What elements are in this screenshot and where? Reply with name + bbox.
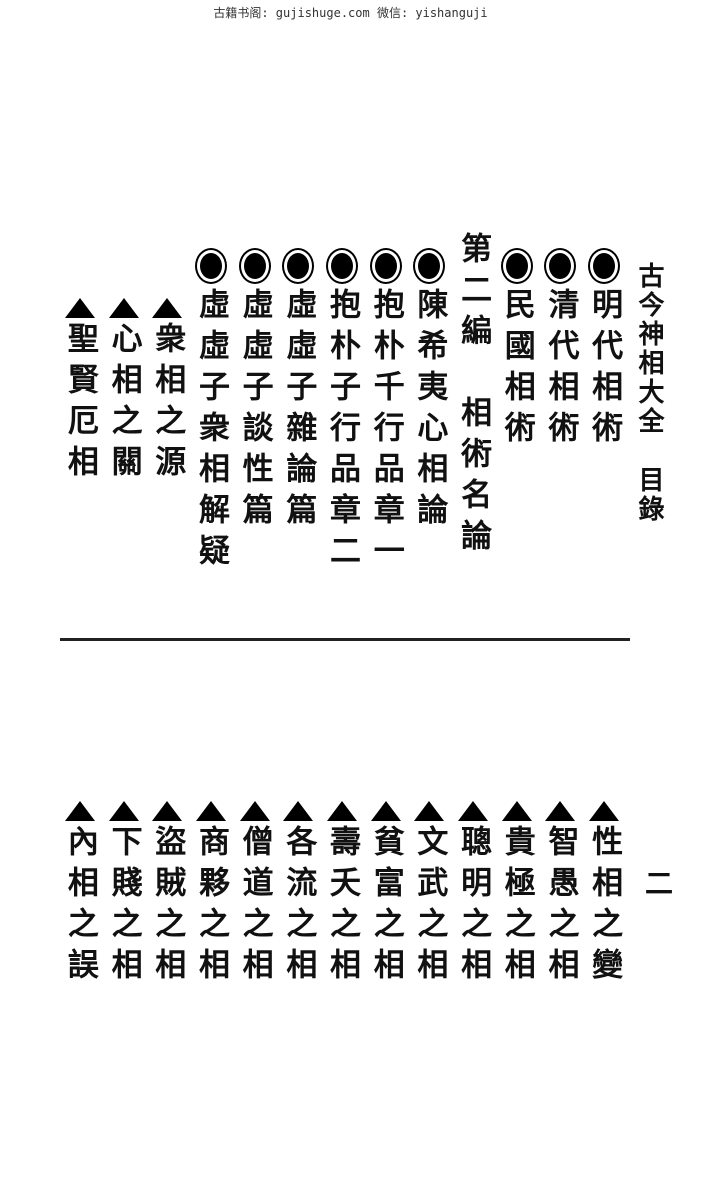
toc-entry-text: 聰明之相 xyxy=(455,825,492,989)
triangle-bullet-icon xyxy=(327,801,358,821)
toc-entry-text: 智愚之相 xyxy=(542,825,579,989)
toc-entry-text: 抱朴子行品章二 xyxy=(324,288,361,575)
toc-entry-text: 僧道之相 xyxy=(236,825,273,989)
toc-entry: 內相之誤 xyxy=(58,795,102,989)
circle-bullet-icon xyxy=(240,250,269,282)
toc-entry-text: 商夥之相 xyxy=(192,825,229,989)
toc-entry-text: 心相之關 xyxy=(105,322,142,486)
toc-entry-text: 下賤之相 xyxy=(105,825,142,989)
running-header: 古今神相大全目錄 xyxy=(633,262,665,524)
toc-entry-text: 民國相術 xyxy=(498,288,535,452)
toc-entry-text: 第二編 相術名論 xyxy=(455,232,492,560)
toc-entry: 清代相術 xyxy=(539,232,583,575)
toc-entry: 僧道之相 xyxy=(233,795,277,989)
circle-bullet-icon xyxy=(371,250,400,282)
toc-entry: 虛虛子衆相解疑 xyxy=(189,232,233,575)
triangle-bullet-icon xyxy=(239,801,270,821)
circle-bullet-icon xyxy=(284,250,313,282)
watermark: 古籍书阁: gujishuge.com 微信: yishanguji xyxy=(213,6,488,20)
toc-entry-text: 虛虛子談性篇 xyxy=(236,288,273,534)
triangle-bullet-icon xyxy=(64,801,95,821)
book-title: 古今神相大全 xyxy=(634,262,664,436)
toc-entry-text: 貧富之相 xyxy=(367,825,404,989)
toc-entry: 各流之相 xyxy=(277,795,321,989)
circle-bullet-icon xyxy=(328,250,357,282)
section-title: 目錄 xyxy=(634,466,664,524)
toc-entry-text: 各流之相 xyxy=(280,825,317,989)
toc-entry: 壽夭之相 xyxy=(320,795,364,989)
toc-entry-text: 明代相術 xyxy=(586,288,623,452)
toc-entry: 明代相術 xyxy=(582,232,626,575)
triangle-bullet-icon xyxy=(108,801,139,821)
toc-entry: 性相之變 xyxy=(582,795,626,989)
toc-entry: 抱朴千行品章一 xyxy=(364,232,408,575)
toc-entry: 心相之關 xyxy=(102,232,146,575)
toc-entry: 下賤之相 xyxy=(102,795,146,989)
toc-entry-text: 貴極之相 xyxy=(498,825,535,989)
triangle-bullet-icon xyxy=(152,298,183,318)
toc-entry: 聖賢厄相 xyxy=(58,232,102,575)
triangle-bullet-icon xyxy=(589,801,620,821)
triangle-bullet-icon xyxy=(64,298,95,318)
circle-bullet-icon xyxy=(546,250,575,282)
triangle-bullet-icon xyxy=(501,801,532,821)
toc-entry-text: 內相之誤 xyxy=(61,825,98,989)
circle-bullet-icon xyxy=(590,250,619,282)
triangle-bullet-icon xyxy=(458,801,489,821)
triangle-bullet-icon xyxy=(283,801,314,821)
triangle-bullet-icon xyxy=(195,801,226,821)
triangle-bullet-icon xyxy=(108,298,139,318)
circle-bullet-icon xyxy=(415,250,444,282)
toc-entry: 第二編 相術名論 xyxy=(451,232,495,575)
toc-entry-text: 衆相之源 xyxy=(149,322,186,486)
toc-entry: 貴極之相 xyxy=(495,795,539,989)
toc-entry: 智愚之相 xyxy=(539,795,583,989)
toc-entry: 衆相之源 xyxy=(145,232,189,575)
toc-entry: 民國相術 xyxy=(495,232,539,575)
toc-entry: 虛虛子雜論篇 xyxy=(277,232,321,575)
page-number: 二 xyxy=(645,867,674,900)
toc-entry-text: 虛虛子雜論篇 xyxy=(280,288,317,534)
toc-entry: 聰明之相 xyxy=(451,795,495,989)
triangle-bullet-icon xyxy=(414,801,445,821)
toc-entry-text: 壽夭之相 xyxy=(324,825,361,989)
toc-entry-text: 性相之變 xyxy=(586,825,623,989)
toc-entry: 陳希夷心相論 xyxy=(408,232,452,575)
toc-entry: 抱朴子行品章二 xyxy=(320,232,364,575)
toc-entry: 文武之相 xyxy=(408,795,452,989)
toc-entry-text: 抱朴千行品章一 xyxy=(367,288,404,575)
lower-toc: 性相之變智愚之相貴極之相聰明之相文武之相貧富之相壽夭之相各流之相僧道之相商夥之相… xyxy=(58,795,626,989)
toc-entry: 盜賊之相 xyxy=(145,795,189,989)
toc-entry-text: 清代相術 xyxy=(542,288,579,452)
circle-bullet-icon xyxy=(502,250,531,282)
upper-toc: 明代相術清代相術民國相術第二編 相術名論陳希夷心相論抱朴千行品章一抱朴子行品章二… xyxy=(58,232,626,575)
triangle-bullet-icon xyxy=(370,801,401,821)
toc-entry-text: 聖賢厄相 xyxy=(61,322,98,486)
toc-entry-text: 盜賊之相 xyxy=(149,825,186,989)
triangle-bullet-icon xyxy=(152,801,183,821)
toc-entry-text: 虛虛子衆相解疑 xyxy=(192,288,229,575)
toc-entry-text: 陳希夷心相論 xyxy=(411,288,448,534)
toc-entry: 虛虛子談性篇 xyxy=(233,232,277,575)
toc-entry-text: 文武之相 xyxy=(411,825,448,989)
triangle-bullet-icon xyxy=(545,801,576,821)
page-divider xyxy=(60,638,630,641)
toc-entry: 商夥之相 xyxy=(189,795,233,989)
toc-entry: 貧富之相 xyxy=(364,795,408,989)
circle-bullet-icon xyxy=(196,250,225,282)
